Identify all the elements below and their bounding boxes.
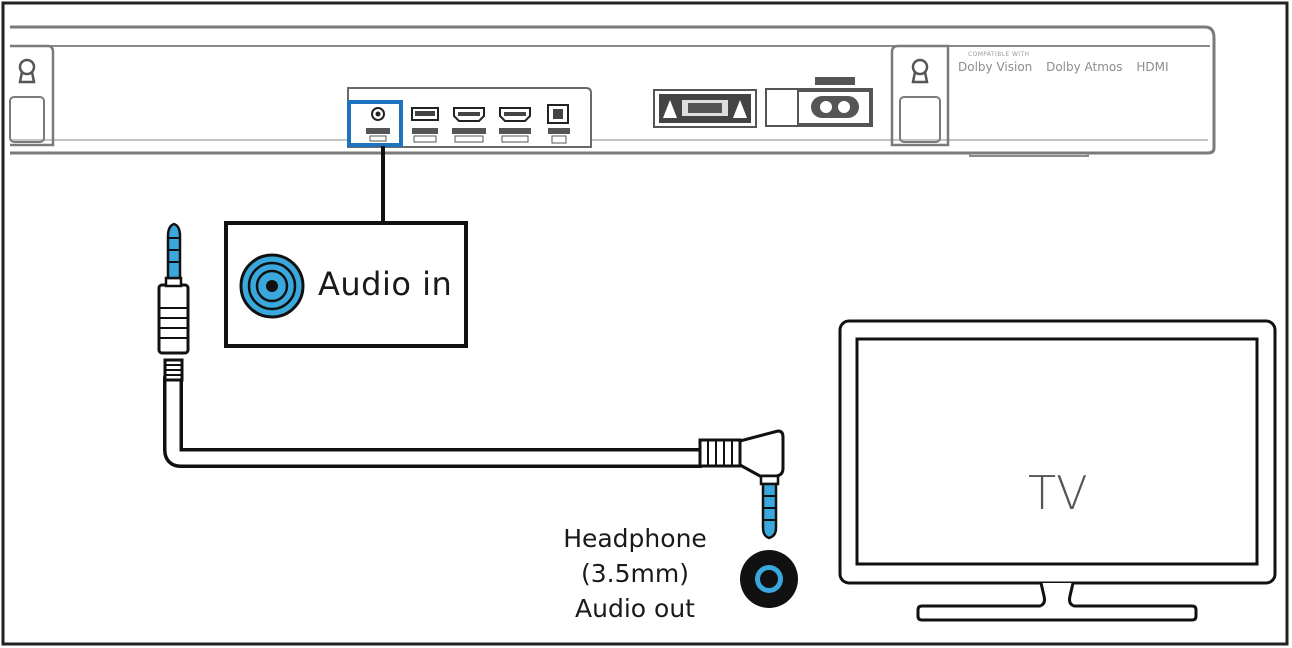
headphone-label: Headphone (3.5mm) Audio out <box>540 521 730 626</box>
audio-cable <box>157 222 785 540</box>
compatibility-logos: Dolby Vision Dolby Atmos HDMI <box>958 60 1179 74</box>
headphone-label-line1: Headphone <box>563 524 707 553</box>
left-wall-mount <box>9 44 55 147</box>
headphone-jack-icon <box>740 550 798 608</box>
wall-mount-keyhole-icon <box>18 58 36 84</box>
audio-in-port-icon <box>366 107 390 142</box>
dolby-atmos-logo: Dolby Atmos <box>1046 60 1123 74</box>
wall-mount-keyhole-icon <box>911 58 929 84</box>
right-wall-mount <box>890 44 950 147</box>
3.5mm-plug-icon <box>157 222 190 382</box>
headphone-label-line3: Audio out <box>575 594 695 623</box>
power-port-icon <box>765 77 873 127</box>
optical-port-icon <box>547 104 570 144</box>
tv-icon <box>838 319 1277 622</box>
safety-label <box>653 89 757 128</box>
audio-in-label: Audio in <box>318 265 453 303</box>
soundbar <box>9 25 1216 157</box>
hdmi-port-icon <box>452 107 486 143</box>
tv-label: TV <box>1028 466 1088 520</box>
compatible-with-text: COMPATIBLE WITH <box>968 51 1030 58</box>
3.5mm-plug-icon <box>698 429 785 540</box>
headphone-label-line2: (3.5mm) <box>581 559 689 588</box>
audio-in-highlight <box>347 100 403 147</box>
port-panel <box>347 87 592 148</box>
audio-jack-icon <box>239 253 305 319</box>
hdmi-logo: HDMI <box>1136 60 1169 74</box>
hdmi-port-icon <box>499 107 531 143</box>
audio-in-callout <box>224 221 468 348</box>
dolby-vision-logo: Dolby Vision <box>958 60 1033 74</box>
usb-port-icon <box>411 107 439 143</box>
